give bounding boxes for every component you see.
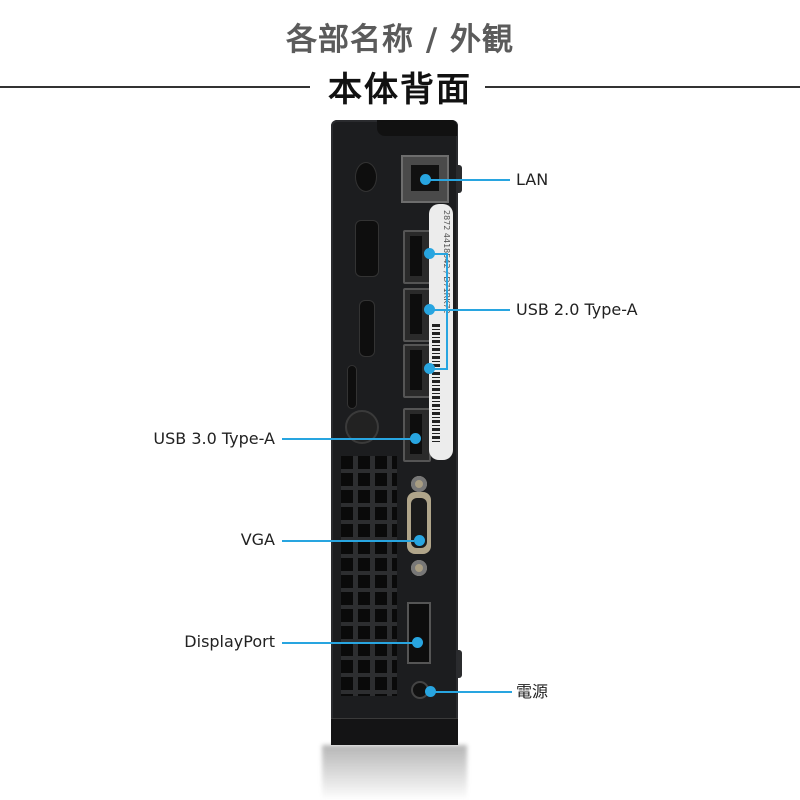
label-usb3: USB 3.0 Type-A bbox=[153, 429, 275, 448]
bottom-lip bbox=[331, 718, 458, 745]
usb2-marker-3 bbox=[424, 363, 435, 374]
subtitle-row bbox=[0, 62, 800, 108]
page-title: 各部名称 / 外観 bbox=[286, 22, 514, 58]
usb2-marker-2 bbox=[424, 304, 435, 315]
barcode bbox=[432, 324, 440, 444]
displayport-port bbox=[407, 602, 431, 664]
label-usb2: USB 2.0 Type-A bbox=[516, 300, 638, 319]
label-lan: LAN bbox=[516, 170, 549, 189]
pc-rear-panel: 2872 4418542 / D71RK72 bbox=[331, 120, 458, 745]
top-notch bbox=[377, 120, 457, 136]
label-vga: VGA bbox=[240, 530, 275, 549]
displayport-marker bbox=[412, 637, 423, 648]
usb3-port bbox=[403, 408, 431, 462]
usb3-marker bbox=[410, 433, 421, 444]
device-reflection bbox=[322, 745, 467, 800]
divider-right bbox=[485, 86, 800, 88]
serial-sticker: 2872 4418542 / D71RK72 bbox=[429, 204, 453, 460]
vga-screw-top bbox=[411, 476, 427, 492]
vga-marker bbox=[414, 535, 425, 546]
padlock-slot bbox=[359, 300, 375, 357]
usb2-port-2 bbox=[403, 288, 431, 342]
usb2-marker-1 bbox=[424, 248, 435, 259]
divider-left bbox=[0, 86, 310, 88]
expansion-slot bbox=[355, 220, 379, 277]
antenna-hole bbox=[355, 162, 377, 192]
section-title: 本体背面 bbox=[328, 70, 472, 110]
label-displayport: DisplayPort bbox=[184, 632, 275, 651]
vga-screw-bottom bbox=[411, 560, 427, 576]
label-power: 電源 bbox=[516, 682, 549, 701]
lock-slot bbox=[347, 365, 357, 409]
